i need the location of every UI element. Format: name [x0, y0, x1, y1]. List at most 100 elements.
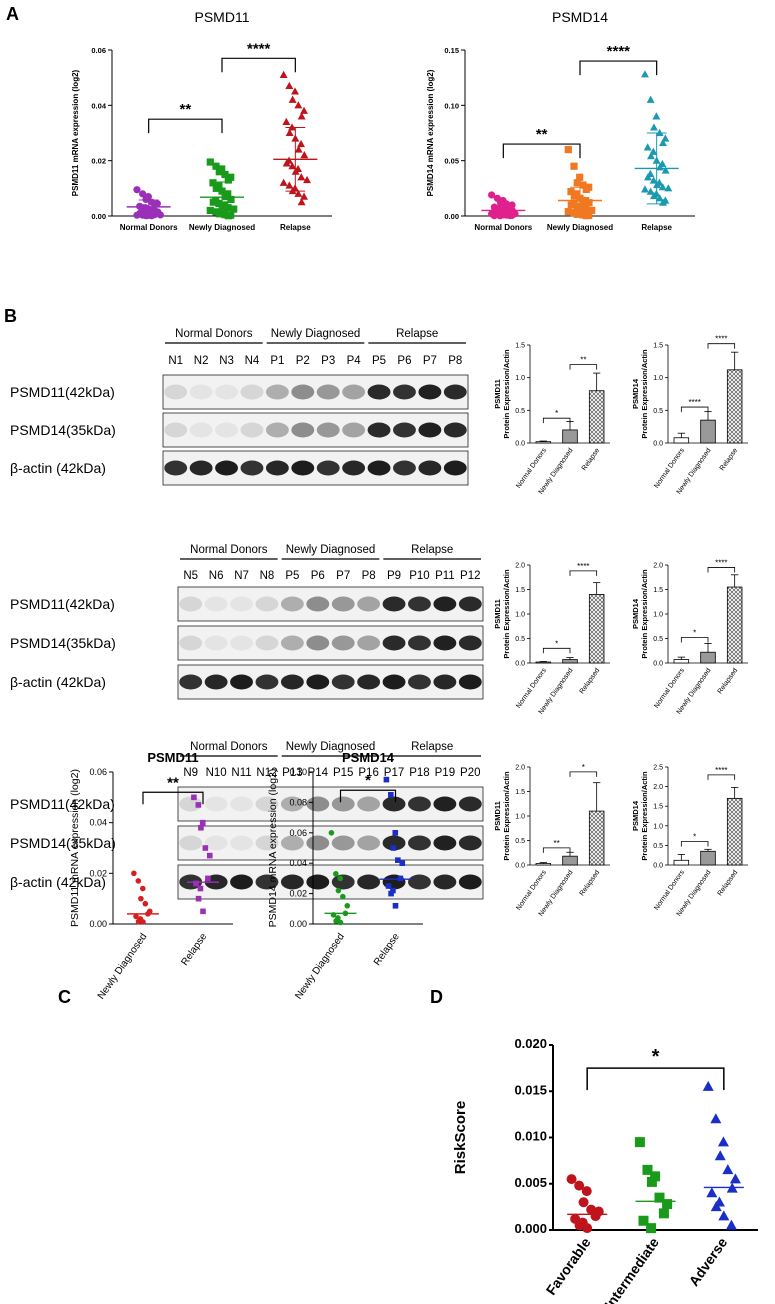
- data-point: [585, 199, 593, 207]
- significance-bracket: [579, 60, 658, 76]
- data-point: [209, 198, 217, 206]
- data-point: [224, 204, 232, 212]
- significance-bracket: [707, 343, 736, 349]
- y-tick-label: 0.06: [89, 767, 107, 777]
- y-tick-label: 2.5: [653, 765, 663, 772]
- chart-title: PSMD14: [552, 9, 608, 25]
- blot-lane-label: N8: [260, 570, 275, 582]
- x-tick-label: Newly Diagnosed: [189, 223, 255, 232]
- blot-band: [458, 635, 482, 651]
- blot-membrane: [177, 864, 484, 900]
- data-point: [650, 1171, 661, 1182]
- data-point: [206, 206, 214, 215]
- data-point: [706, 1187, 718, 1198]
- data-point: [582, 185, 590, 194]
- blot-band: [255, 674, 279, 690]
- blot-lane-label: P13: [282, 767, 302, 779]
- data-point: [646, 1176, 657, 1187]
- y-tick-label: 0.0: [653, 863, 663, 870]
- blot-lane-label: P3: [321, 355, 335, 367]
- panel-label-d: D: [430, 987, 443, 1007]
- y-tick-label: 1.0: [515, 612, 525, 619]
- blot-band: [458, 874, 482, 890]
- blot-lane-label: N7: [234, 570, 249, 582]
- chart-title: PSMD11: [147, 750, 198, 765]
- blot-group-label: Relapse: [411, 544, 453, 556]
- data-point: [337, 919, 344, 926]
- data-point: [215, 210, 223, 218]
- blot-lane-label: P20: [460, 767, 480, 779]
- blot-group-label: Newly Diagnosed: [286, 741, 376, 753]
- blot-lane-label: N3: [219, 355, 234, 367]
- blot-band: [255, 835, 279, 851]
- blot-band: [357, 835, 381, 851]
- data-point: [722, 1164, 734, 1175]
- significance-bracket: [142, 791, 204, 805]
- data-point: [156, 211, 164, 219]
- blot-lane-label: N1: [168, 355, 183, 367]
- data-point: [729, 1173, 741, 1184]
- y-axis-label: PSMD11 mRNA expression (log2): [69, 769, 81, 927]
- y-tick-label: 1.5: [653, 804, 663, 811]
- data-point: [300, 106, 308, 114]
- data-point: [655, 194, 664, 202]
- data-point: [578, 1197, 589, 1208]
- blot-band: [408, 596, 431, 612]
- blot-band: [179, 796, 203, 812]
- data-point: [340, 893, 346, 900]
- y-axis-label: Protein Expression/Actin: [640, 771, 649, 861]
- data-point: [662, 1199, 673, 1210]
- blot-band: [265, 384, 289, 400]
- blot-band: [306, 796, 330, 812]
- data-point: [488, 191, 496, 199]
- y-tick-label: 0.5: [653, 843, 663, 850]
- data-point: [337, 875, 344, 882]
- data-point: [567, 201, 575, 209]
- y-axis-label: Protein Expression/Actin: [502, 569, 511, 659]
- data-point: [717, 1136, 729, 1147]
- y-tick-label: 0.04: [289, 858, 307, 868]
- blot-band: [204, 835, 228, 851]
- data-point: [131, 870, 137, 877]
- data-point: [297, 198, 306, 206]
- blot-band: [418, 384, 442, 400]
- y-tick-label: 0.00: [444, 212, 459, 221]
- blot-row-label: β-actin (42kDa): [10, 460, 106, 476]
- data-point: [333, 918, 339, 924]
- panel-label-a: A: [6, 4, 19, 24]
- data-point: [655, 128, 664, 137]
- y-tick-label: 0.5: [515, 408, 525, 415]
- bar: [562, 429, 578, 444]
- data-point: [496, 212, 504, 220]
- significance-label: ****: [715, 335, 727, 344]
- data-point: [646, 95, 655, 103]
- blot-membrane: [162, 412, 469, 448]
- significance-bracket: [569, 364, 598, 370]
- data-point: [395, 857, 401, 863]
- y-tick-label: 0.005: [514, 1175, 547, 1190]
- blot-band: [189, 460, 213, 476]
- significance-bracket: [707, 567, 736, 573]
- blot-band: [291, 384, 315, 400]
- data-point: [282, 159, 291, 167]
- y-tick-label: 0.015: [514, 1082, 547, 1097]
- significance-label: ****: [247, 40, 271, 57]
- y-tick-label: 2.0: [515, 765, 525, 772]
- blot-band: [458, 596, 482, 612]
- significance-bracket: [680, 406, 709, 413]
- x-tick-label: Adverse: [685, 1234, 730, 1289]
- y-tick-label: 0.06: [289, 828, 307, 838]
- y-tick-label: 0.0: [515, 863, 525, 870]
- blot-band: [164, 384, 188, 400]
- y-tick-label: 1.0: [653, 823, 663, 830]
- blot-row-label: PSMD14(35kDa): [10, 422, 116, 438]
- data-point: [133, 913, 139, 920]
- y-tick-label: 0.5: [653, 636, 663, 643]
- y-tick-label: 0.10: [444, 101, 459, 110]
- y-axis-label: PSMD14: [631, 800, 640, 831]
- y-axis-label: Protein Expression/Actin: [640, 349, 649, 439]
